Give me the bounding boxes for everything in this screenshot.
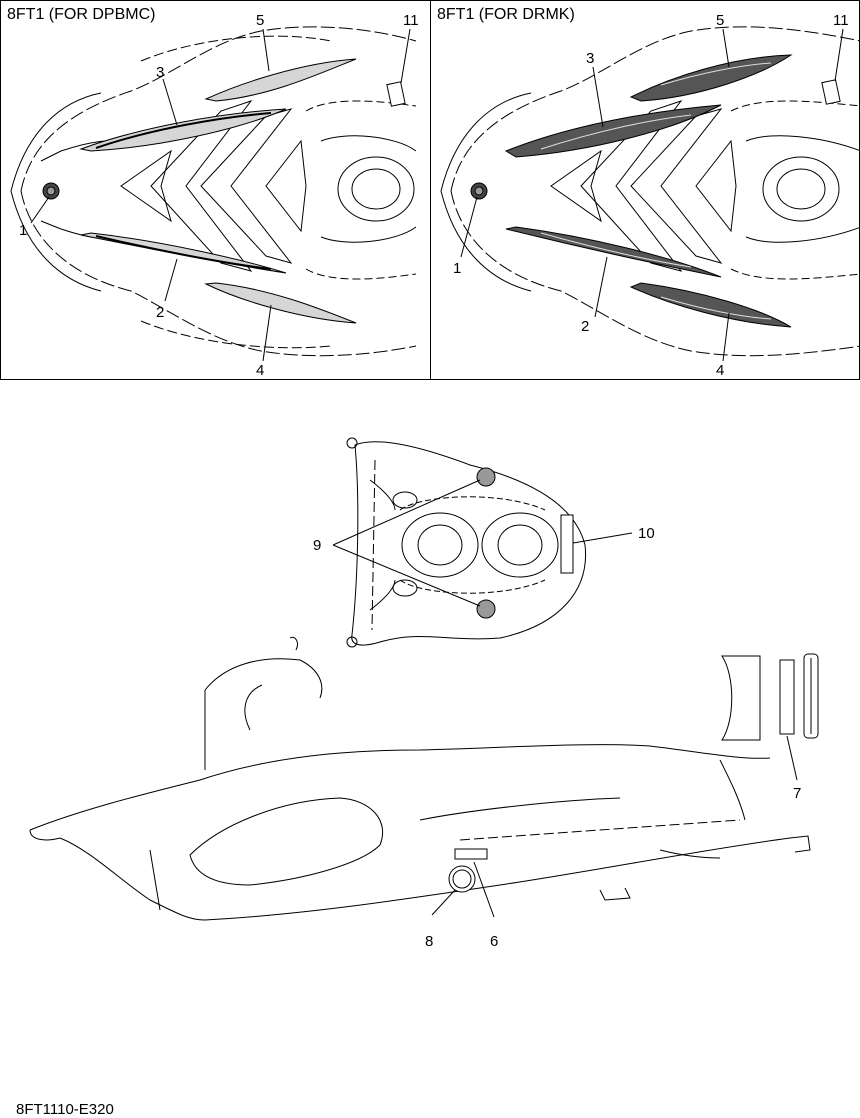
label-11 <box>821 79 841 105</box>
callout-1: 1 <box>19 222 27 239</box>
hood-diagram-drmk: 5 3 11 1 2 4 <box>440 12 859 379</box>
decal-3 <box>79 108 287 152</box>
decal-4 <box>204 282 357 324</box>
panel-drmk: 8FT1 (FOR DRMK) <box>430 0 860 380</box>
callout-1: 1 <box>453 260 461 277</box>
panel-title: 8FT1 (FOR DRMK) <box>437 6 575 23</box>
hood-diagram-dpbmc: 5 3 11 1 2 4 <box>10 12 419 379</box>
sled-side-view <box>29 636 811 921</box>
callout-11: 11 <box>833 12 849 29</box>
label-11 <box>386 81 406 107</box>
decal-4 <box>629 282 792 328</box>
callout-2: 2 <box>156 304 164 321</box>
callout-4: 4 <box>256 362 264 379</box>
callout-10: 10 <box>638 525 655 542</box>
panel-title: 8FT1 (FOR DPBMC) <box>7 6 156 23</box>
document-code: 8FT1110-E320 <box>16 1101 114 1118</box>
hood-outline <box>20 26 417 192</box>
callout-2: 2 <box>581 318 589 335</box>
callout-7: 7 <box>793 785 801 802</box>
callout-3: 3 <box>156 64 164 81</box>
hood-top-view <box>346 437 587 648</box>
lower-diagram: 9 10 7 8 6 <box>29 437 819 950</box>
callout-6: 6 <box>490 933 498 950</box>
hood-outline-lower <box>20 190 417 357</box>
label-6 <box>454 848 488 860</box>
callout-3: 3 <box>586 50 594 67</box>
label-10 <box>560 514 574 574</box>
decal-3 <box>504 104 722 158</box>
decal-7-parts <box>721 653 819 741</box>
callout-5: 5 <box>716 12 724 29</box>
panel-dpbmc: 8FT1 (FOR DPBMC) <box>0 0 431 380</box>
callout-9: 9 <box>313 537 321 554</box>
decal-5 <box>629 54 793 102</box>
emblem-9-bottom <box>476 599 496 619</box>
callout-5: 5 <box>256 12 264 29</box>
callout-11: 11 <box>403 12 419 29</box>
emblem-9-top <box>476 467 496 487</box>
decal-5 <box>204 58 357 102</box>
callout-4: 4 <box>716 362 724 379</box>
callout-8: 8 <box>425 933 433 950</box>
